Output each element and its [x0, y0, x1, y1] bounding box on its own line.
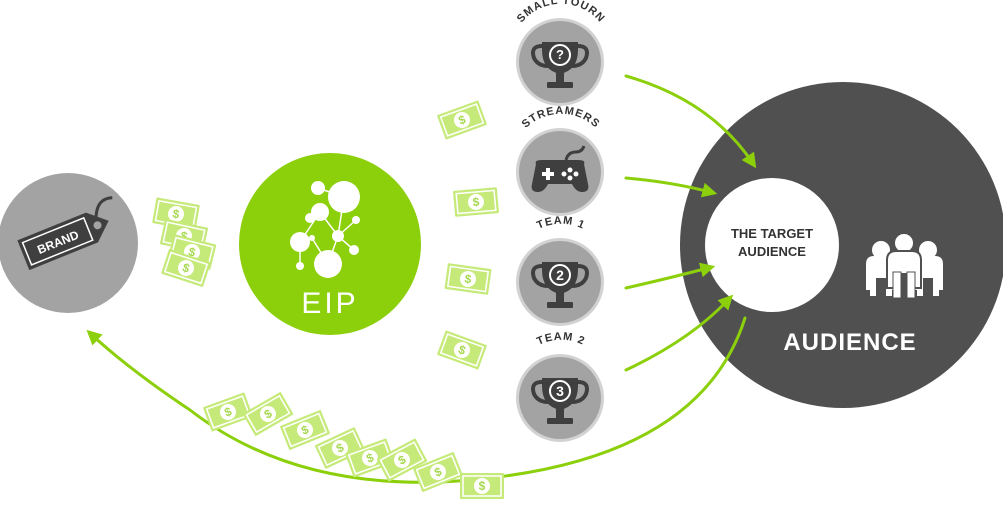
channel-team-1: 2 TEAM 1 [516, 215, 604, 326]
svg-text:2: 2 [556, 267, 564, 283]
target-audience-circle [705, 178, 839, 312]
channel-label-team-1: TEAM 1 [535, 215, 586, 232]
svg-text:STREAMERS: STREAMERS [520, 105, 602, 131]
banknote-icon [443, 262, 493, 296]
banknote-icon [452, 186, 500, 218]
svg-text:?: ? [556, 47, 564, 62]
audience-label: AUDIENCE [783, 329, 916, 356]
trophy-2-icon: 2 [531, 260, 589, 310]
money-stack-brand [151, 196, 218, 288]
arrow-icon [624, 294, 734, 372]
arrow-icon [624, 262, 716, 290]
channel-team-2: 3 TEAM 2 [516, 331, 604, 442]
eip-label: EIP [301, 287, 358, 320]
svg-text:TEAM 1: TEAM 1 [535, 215, 587, 232]
svg-text:TEAM 2: TEAM 2 [535, 331, 587, 348]
arrow-icon [624, 176, 718, 198]
channel-small-tourn: ? SMALL TOURN [515, 0, 606, 106]
svg-text:3: 3 [556, 383, 564, 399]
channel-label-team-2: TEAM 2 [535, 331, 586, 348]
arrow-icon [624, 74, 757, 169]
eip-circle [239, 153, 421, 335]
target-audience-line2: AUDIENCE [738, 244, 806, 259]
channel-label-streamers: STREAMERS [520, 105, 601, 131]
gamepad-icon [531, 145, 589, 192]
trophy-3-icon: 3 [531, 376, 589, 426]
banknote-icon [436, 329, 488, 371]
banknote-icon [459, 472, 505, 500]
audience-circle [680, 82, 1003, 408]
arrow-icon [86, 316, 747, 484]
trophy-question-icon: ? [531, 40, 589, 90]
banknote-icon [436, 99, 488, 141]
people-group-icon [866, 232, 943, 299]
price-tag-icon: BRAND [17, 196, 113, 271]
molecule-icon [290, 181, 360, 278]
target-audience-line1: THE TARGET [731, 226, 813, 241]
channel-streamers: STREAMERS [516, 105, 604, 216]
